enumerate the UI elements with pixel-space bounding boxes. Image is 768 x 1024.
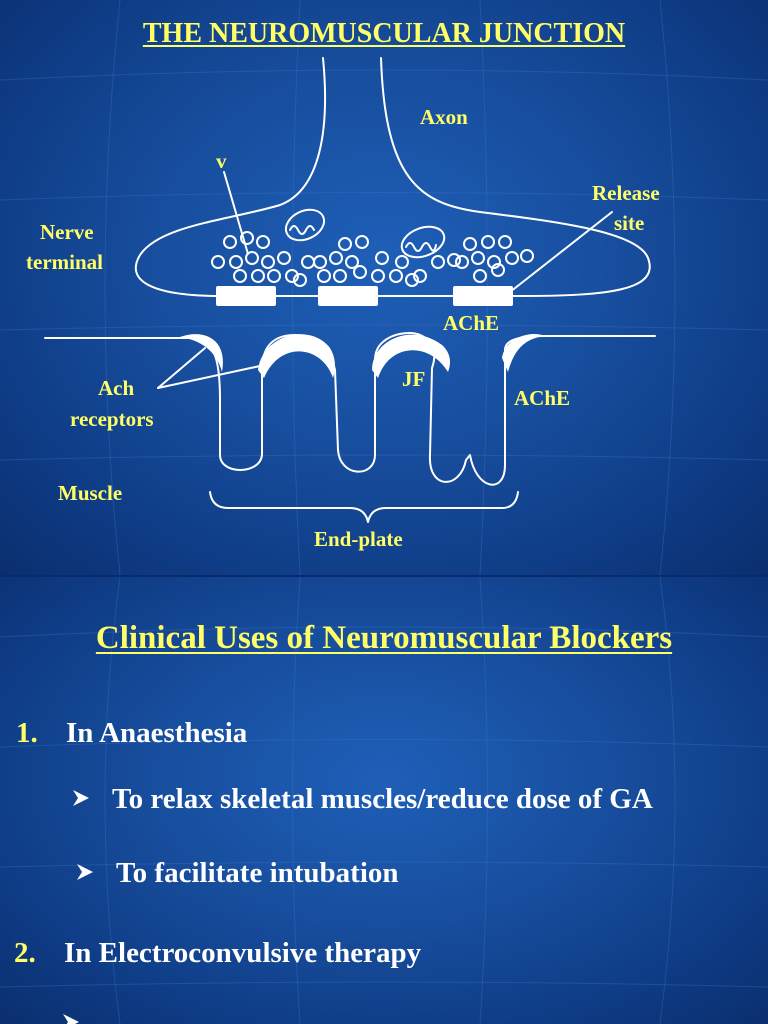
nmj-diagram [44, 57, 656, 523]
mitochondrion [284, 208, 326, 242]
synaptic-vesicle [487, 255, 501, 269]
ach-receptor-cap [180, 334, 223, 372]
ach-receptor-cap [372, 334, 450, 378]
release-site-block [318, 286, 378, 306]
synaptic-vesicle [223, 235, 237, 249]
list-item-1: 1. In Anaesthesia [16, 717, 247, 750]
synaptic-vesicle [293, 273, 307, 287]
list-number: 1. [16, 717, 38, 749]
ach-receptor-cap [502, 334, 545, 372]
synaptic-vesicle [251, 269, 265, 283]
arrow-bullet-icon [73, 790, 89, 806]
list-item-2: 2. In Electroconvulsive therapy [14, 937, 421, 970]
mitochondrion [400, 225, 446, 259]
synaptic-vesicle [491, 263, 505, 277]
sub-item-relax-muscles: To relax skeletal muscles/reduce dose of… [70, 783, 653, 816]
label-axon: Axon [420, 105, 468, 129]
arrow-bullet-icon [63, 1014, 79, 1024]
synaptic-vesicle [233, 269, 247, 283]
synaptic-vesicle [229, 255, 243, 269]
label-ach-receptors-line2: receptors [70, 407, 154, 431]
synaptic-vesicle [245, 251, 259, 265]
synaptic-vesicle [285, 269, 299, 283]
label-end-plate: End-plate [314, 527, 403, 551]
synaptic-vesicle [329, 251, 343, 265]
synaptic-vesicle [261, 255, 275, 269]
label-ache-right: AChE [514, 386, 571, 410]
end-plate-brace [209, 491, 519, 523]
synaptic-vesicle [313, 255, 327, 269]
synaptic-vesicle [301, 255, 315, 269]
slide-clinical-uses: Clinical Uses of Neuromuscular Blockers … [0, 577, 768, 1024]
synaptic-vesicle [395, 255, 409, 269]
synaptic-vesicle [277, 251, 291, 265]
synaptic-vesicle [471, 251, 485, 265]
synaptic-vesicle [481, 235, 495, 249]
release-site-block [453, 286, 513, 306]
synaptic-vesicle [375, 251, 389, 265]
sub-item-text: To facilitate intubation [116, 857, 399, 889]
synaptic-vesicle [405, 273, 419, 287]
synaptic-vesicle [498, 235, 512, 249]
ach-receptor-cap [258, 334, 335, 378]
synaptic-vesicle [371, 269, 385, 283]
release-site-block [216, 286, 276, 306]
synaptic-vesicle [353, 265, 367, 279]
synaptic-vesicle [256, 235, 270, 249]
synaptic-vesicle [413, 269, 427, 283]
synaptic-vesicle [333, 269, 347, 283]
label-ach-receptors-line1: Ach [98, 376, 135, 400]
synaptic-vesicle [447, 253, 461, 267]
label-release-site-line1: Release [592, 181, 660, 205]
label-jf: JF [402, 367, 426, 391]
synaptic-vesicle [267, 269, 281, 283]
diagram-title: THE NEUROMUSCULAR JUNCTION [142, 18, 626, 49]
synaptic-vesicle [355, 235, 369, 249]
muscle-membrane [44, 332, 656, 486]
sub-item-text: To relax skeletal muscles/reduce dose of… [112, 783, 653, 815]
label-ache-top: AChE [443, 311, 500, 335]
sub-item-intubation: To facilitate intubation [74, 857, 399, 890]
slide-neuromuscular-junction: THE NEUROMUSCULAR JUNCTION [0, 0, 768, 575]
label-nerve-terminal-line1: Nerve [40, 220, 94, 244]
synaptic-vesicle [431, 255, 445, 269]
synaptic-vesicle [473, 269, 487, 283]
synaptic-vesicle [520, 249, 534, 263]
list-number: 2. [14, 937, 36, 969]
list-item-text: In Electroconvulsive therapy [64, 937, 422, 969]
synaptic-vesicle [463, 237, 477, 251]
synaptic-vesicle [389, 269, 403, 283]
synaptic-vesicle [345, 255, 359, 269]
label-nerve-terminal-line2: terminal [26, 250, 103, 274]
synaptic-vesicle [338, 237, 352, 251]
label-release-site-line2: site [614, 211, 645, 235]
label-muscle: Muscle [58, 481, 123, 505]
synaptic-vesicle [317, 269, 331, 283]
sub-item-partial [60, 1007, 102, 1024]
list-item-text: In Anaesthesia [66, 717, 248, 749]
synaptic-vesicle [455, 255, 469, 269]
slide-title: Clinical Uses of Neuromuscular Blockers [95, 620, 673, 656]
synaptic-vesicle [211, 255, 225, 269]
synaptic-vesicle [240, 231, 254, 245]
arrow-bullet-icon [77, 864, 93, 880]
nerve-terminal-outline [134, 57, 651, 297]
label-vesicle: v [216, 149, 227, 173]
synaptic-vesicle [505, 251, 519, 265]
